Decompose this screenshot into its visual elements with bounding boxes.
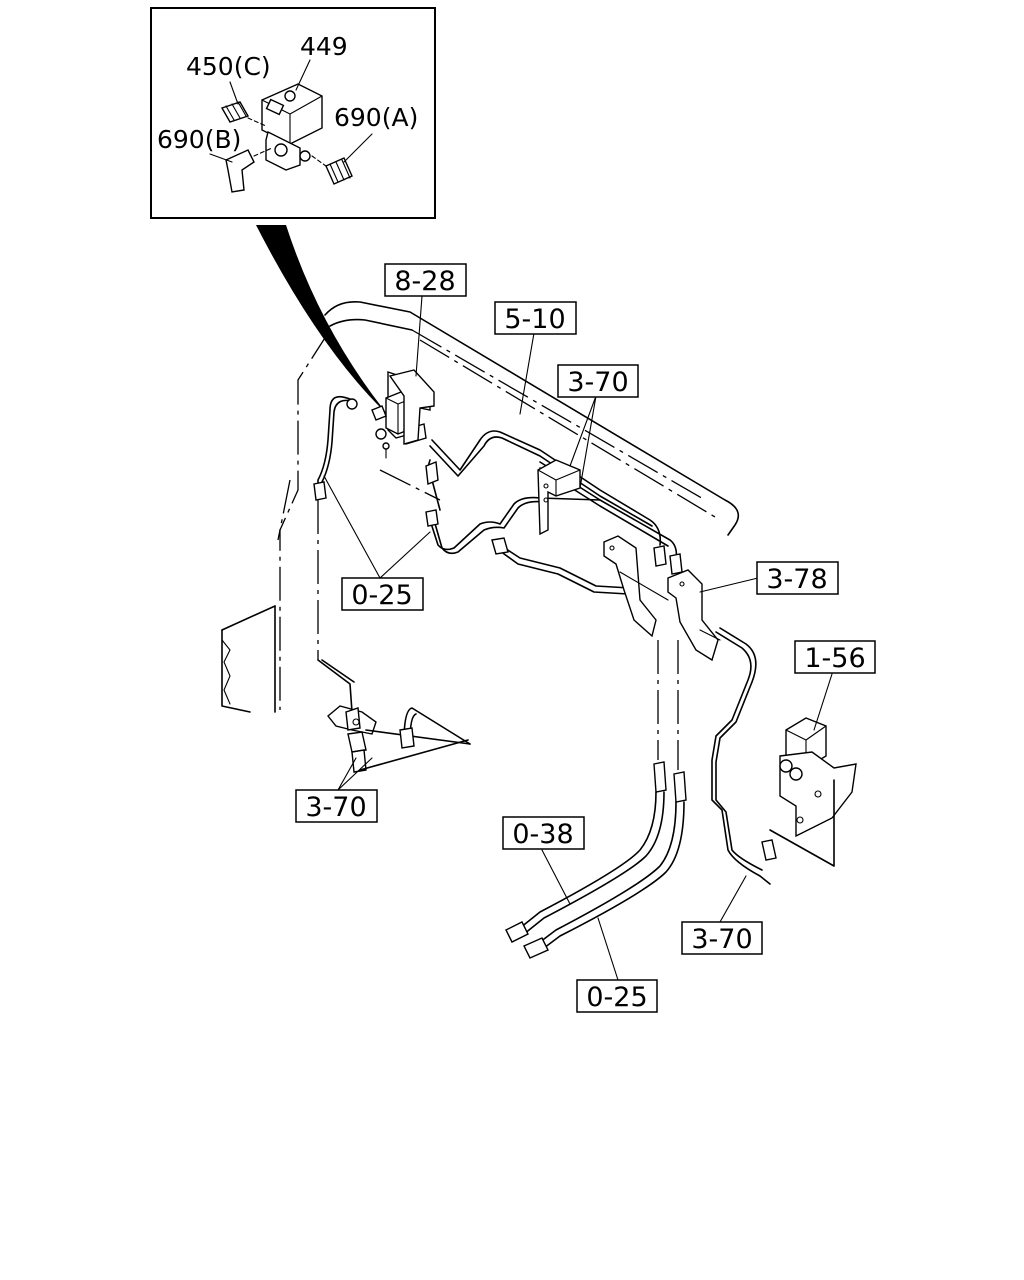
bracket-8-28 [388,369,435,445]
callout-3-70-top: 3-70 [557,364,639,398]
callout-3-70-right-text: 3-70 [691,924,752,955]
callout-0-25-left-text: 0-25 [351,580,412,611]
bracket-3-78 [603,535,721,662]
valve-3-70-lower-left [327,705,471,773]
callout-0-38-text: 0-38 [512,819,573,850]
callout-3-78: 3-78 [756,561,839,595]
flexible-hoses [505,761,687,959]
inset-label-690a: 690(A) [334,103,418,132]
callout-0-25-left: 0-25 [341,577,424,611]
inset-elbow-690b [225,147,273,193]
callout-3-70-top-text: 3-70 [567,367,628,398]
callout-1-56: 1-56 [794,640,876,674]
callout-8-28-text: 8-28 [394,266,455,297]
inset-label-690b: 690(B) [157,125,241,154]
cab-frame-outline [277,300,740,710]
callout-3-78-text: 3-78 [766,564,827,595]
callout-3-70-right: 3-70 [681,921,763,955]
inset-detail: 449 450(C) 690(B) 690(A) [150,7,436,219]
valve-1-56 [769,717,857,867]
inset-label-450c: 450(C) [186,52,271,81]
callout-1-56-text: 1-56 [804,643,865,674]
callout-0-25-bottom-text: 0-25 [586,982,647,1013]
frame-rail-left [221,605,276,713]
inset-fitting-450c [220,101,267,127]
callout-5-10: 5-10 [494,301,577,335]
inset-fitting-690a [311,155,353,185]
brake-pipes [313,395,777,885]
callout-5-10-text: 5-10 [504,304,565,335]
detail-pointer [256,225,388,415]
callout-8-28: 8-28 [384,263,467,297]
callout-0-38: 0-38 [502,816,585,850]
bracket-3-70-top [537,459,581,536]
callout-3-70-left-text: 3-70 [305,792,366,823]
callout-0-25-bottom: 0-25 [576,979,658,1013]
leader-lines [323,295,833,981]
inset-label-449: 449 [300,32,348,61]
inset-valve-449 [261,83,323,171]
callout-3-70-left: 3-70 [295,789,378,823]
